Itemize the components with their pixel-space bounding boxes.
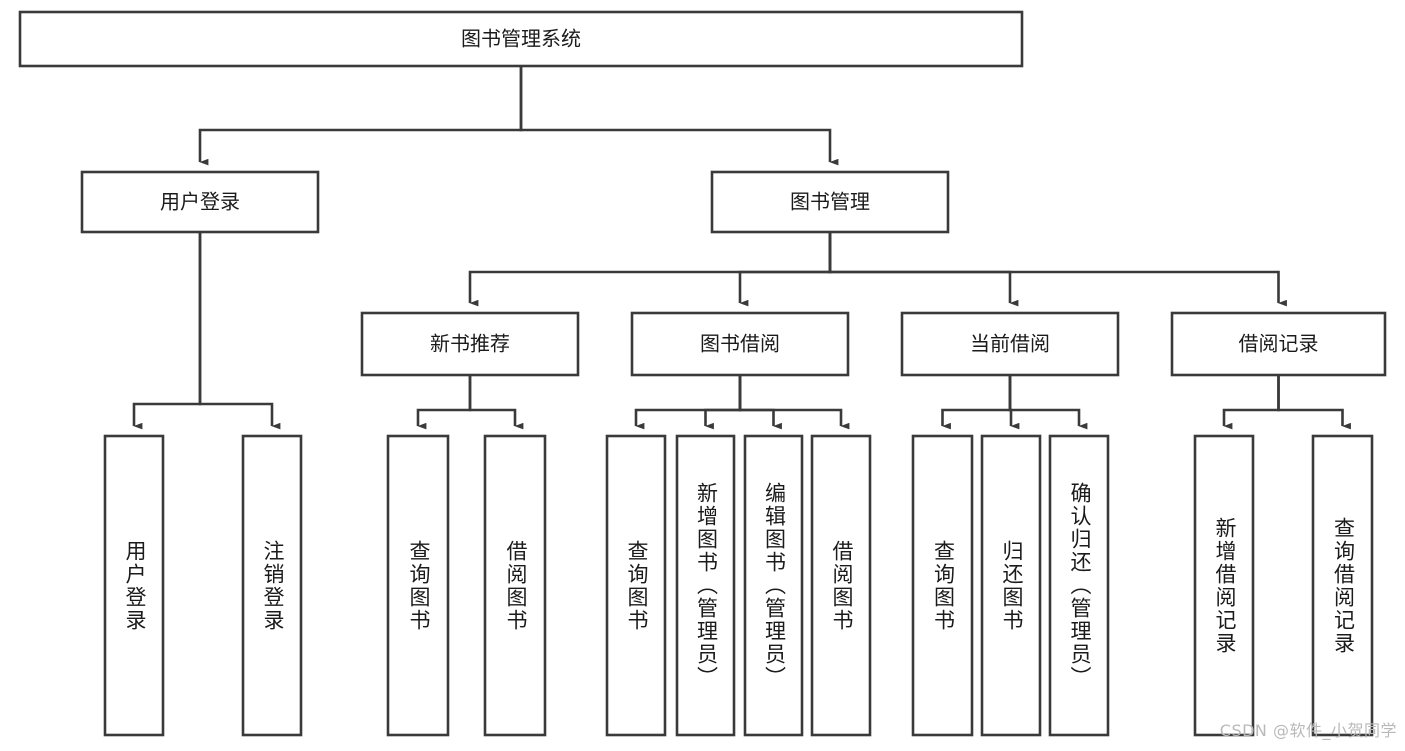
node-level1-1[interactable]: 图书管理 bbox=[710, 170, 950, 234]
node-leaf-8[interactable] bbox=[911, 434, 974, 737]
edge-root-to-level1-0 bbox=[198, 66, 523, 166]
node-level2-3-label: 借阅记录 bbox=[1239, 332, 1319, 356]
node-leaf-4-outline bbox=[605, 434, 667, 737]
node-root[interactable]: 图书管理系统 bbox=[18, 10, 1024, 68]
edge-level1-to-level2-3 bbox=[828, 232, 1287, 307]
connector-layer bbox=[132, 66, 1351, 430]
node-leaf-2[interactable] bbox=[386, 434, 450, 737]
node-leaf-9[interactable] bbox=[980, 434, 1042, 737]
node-leaf-5-outline bbox=[675, 434, 736, 737]
node-level2-0-outline bbox=[360, 311, 580, 377]
edge-to-leaf-10 bbox=[1008, 375, 1088, 430]
node-leaf-1[interactable] bbox=[241, 434, 303, 737]
edge-to-leaf-12 bbox=[1277, 375, 1351, 430]
edge-to-leaf-1 bbox=[198, 232, 281, 430]
node-leaf-1-outline bbox=[241, 434, 303, 737]
node-leaf-12[interactable] bbox=[1311, 434, 1374, 737]
node-leaf-7-outline bbox=[810, 434, 872, 737]
node-leaf-11[interactable] bbox=[1193, 434, 1255, 737]
node-level2-2-outline bbox=[900, 311, 1120, 377]
edge-to-leaf-5 bbox=[704, 375, 742, 430]
node-leaf-0-outline bbox=[103, 434, 165, 737]
node-leaf-8-outline bbox=[911, 434, 974, 737]
edge-level1-to-level2-1 bbox=[738, 232, 832, 307]
watermark-credit: CSDN @软件_小贺同学 bbox=[1219, 721, 1397, 740]
node-leaf-10[interactable] bbox=[1048, 434, 1110, 737]
node-leaf-3[interactable] bbox=[483, 434, 547, 737]
node-leaf-6[interactable] bbox=[743, 434, 804, 737]
edge-to-leaf-6 bbox=[738, 375, 782, 430]
edge-to-leaf-7 bbox=[738, 375, 850, 430]
node-level1-0-outline bbox=[80, 170, 320, 234]
node-leaf-11-outline bbox=[1193, 434, 1255, 737]
edge-to-leaf-0 bbox=[132, 232, 202, 430]
node-level1-1-outline bbox=[710, 170, 950, 234]
edge-level1-to-level2-0 bbox=[468, 232, 832, 307]
node-level1-0-label: 用户登录 bbox=[160, 190, 240, 214]
edge-to-leaf-4 bbox=[634, 375, 742, 430]
node-root-outline bbox=[18, 10, 1024, 68]
node-level1-1-label: 图书管理 bbox=[790, 190, 870, 214]
node-level2-0[interactable]: 新书推荐 bbox=[360, 311, 580, 377]
node-leaf-2-outline bbox=[386, 434, 450, 737]
node-leaf-6-outline bbox=[743, 434, 804, 737]
node-leaf-0[interactable] bbox=[103, 434, 165, 737]
node-level1-0[interactable]: 用户登录 bbox=[80, 170, 320, 234]
node-leaf-4[interactable] bbox=[605, 434, 667, 737]
edge-level1-to-level2-2 bbox=[828, 232, 1019, 307]
node-leaf-10-outline bbox=[1048, 434, 1110, 737]
node-leaf-12-outline bbox=[1311, 434, 1374, 737]
edge-to-leaf-8 bbox=[941, 375, 1012, 430]
node-leaf-7[interactable] bbox=[810, 434, 872, 737]
node-level2-1-outline bbox=[630, 311, 850, 377]
edge-root-to-level1-1 bbox=[519, 66, 839, 166]
node-level2-3-outline bbox=[1170, 311, 1387, 377]
node-level2-1[interactable]: 图书借阅 bbox=[630, 311, 850, 377]
node-level2-3[interactable]: 借阅记录 bbox=[1170, 311, 1387, 377]
edge-to-leaf-2 bbox=[416, 375, 472, 430]
node-leaf-5[interactable] bbox=[675, 434, 736, 737]
node-level2-2-label: 当前借阅 bbox=[970, 332, 1050, 356]
node-root-label: 图书管理系统 bbox=[461, 27, 581, 51]
node-leaf-9-outline bbox=[980, 434, 1042, 737]
node-level2-1-label: 图书借阅 bbox=[700, 332, 780, 356]
node-level2-0-label: 新书推荐 bbox=[430, 332, 510, 356]
edge-to-leaf-3 bbox=[468, 375, 524, 430]
node-level2-2[interactable]: 当前借阅 bbox=[900, 311, 1120, 377]
edge-to-leaf-11 bbox=[1222, 375, 1280, 430]
node-leaf-3-outline bbox=[483, 434, 547, 737]
